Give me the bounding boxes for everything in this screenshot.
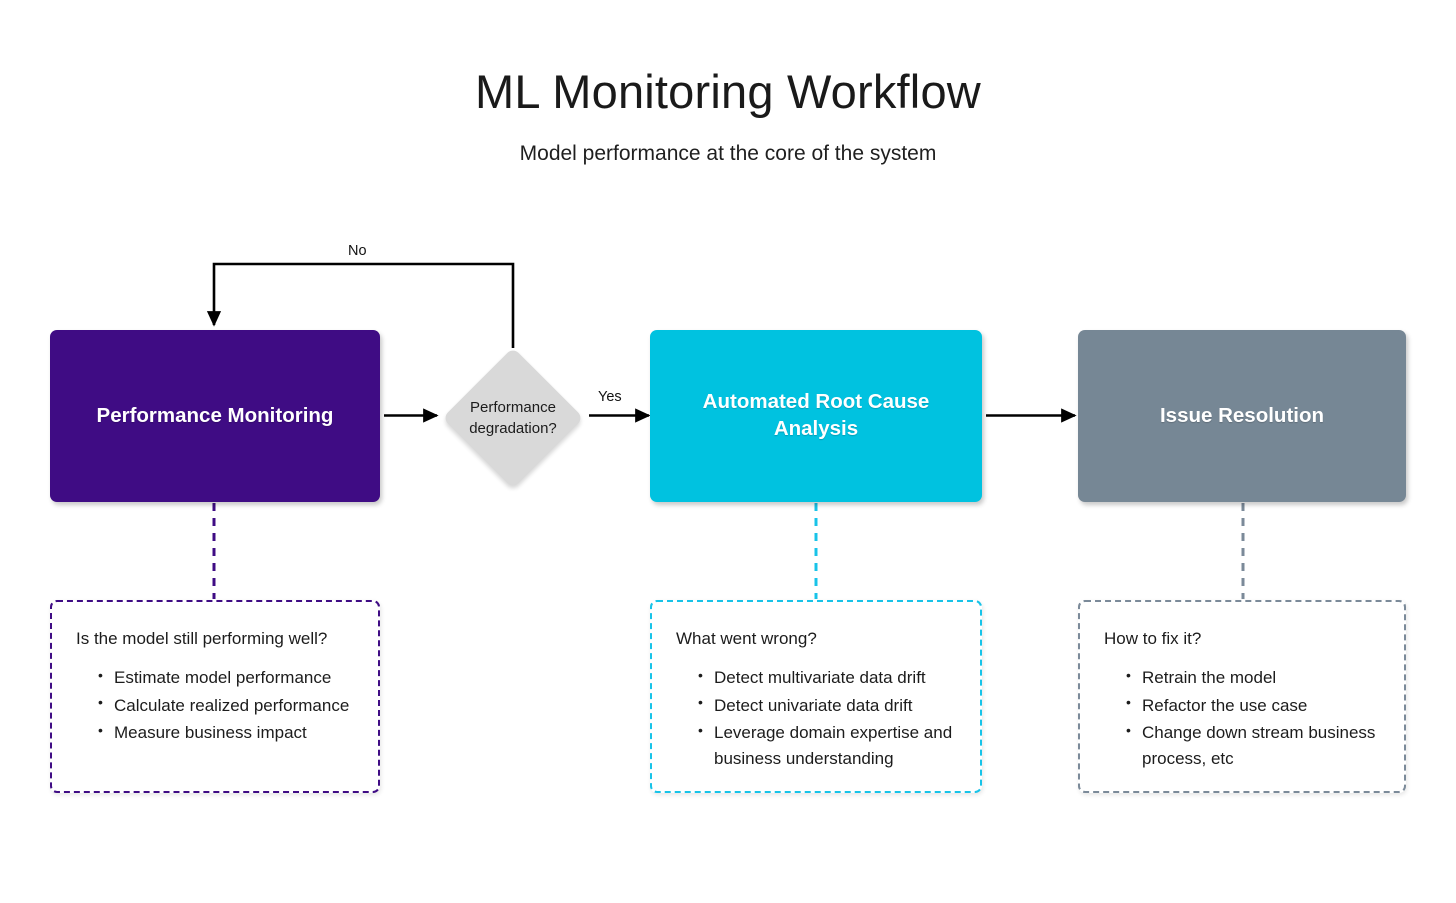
node-issue-resolution[interactable]: Issue Resolution: [1078, 330, 1406, 502]
node-automated-root-cause-analysis-label: Automated Root Cause Analysis: [702, 390, 930, 441]
node-performance-monitoring[interactable]: Performance Monitoring: [50, 330, 380, 502]
node-performance-monitoring-label: Performance Monitoring: [96, 404, 334, 428]
node-performance-degradation-decision[interactable]: Performance degradation?: [442, 347, 584, 489]
node-automated-root-cause-analysis[interactable]: Automated Root Cause Analysis: [650, 330, 982, 502]
edge-label-yes: Yes: [598, 389, 622, 405]
node-issue-resolution-label: Issue Resolution: [1159, 404, 1325, 428]
edge-label-no: No: [348, 243, 367, 259]
node-performance-degradation-label: Performance degradation?: [434, 347, 592, 489]
card-automated-root-cause-analysis-detail: What went wrong? Detect multivariate dat…: [650, 600, 982, 793]
edge-decision-to-monitoring-no: [206, 262, 515, 348]
decision-label-line-1: Performance: [470, 398, 556, 416]
list-item: Retrain the model: [1104, 665, 1386, 691]
card-heading: Is the model still performing well?: [76, 629, 328, 648]
list-item: Detect multivariate data drift: [676, 665, 962, 691]
page-title: ML Monitoring Workflow: [475, 65, 981, 118]
card-issue-resolution-detail: How to fix it? Retrain the model Refacto…: [1078, 600, 1406, 793]
card-bullet-list: Estimate model performance Calculate rea…: [76, 665, 360, 746]
card-heading: What went wrong?: [676, 629, 817, 648]
list-item: Measure business impact: [76, 720, 360, 746]
page-subtitle: Model performance at the core of the sys…: [519, 142, 937, 165]
list-item: Refactor the use case: [1104, 692, 1386, 719]
list-item: Change down stream business process, etc: [1104, 720, 1386, 771]
card-bullet-list: Retrain the model Refactor the use case …: [1104, 665, 1386, 771]
card-heading: How to fix it?: [1104, 629, 1202, 648]
card-bullet-list: Detect multivariate data drift Detect un…: [676, 665, 962, 771]
decision-label-line-2: degradation?: [469, 420, 557, 437]
list-item: Estimate model performance: [76, 665, 360, 691]
list-item: Detect univariate data drift: [676, 692, 962, 719]
list-item: Calculate realized performance: [76, 692, 360, 719]
card-performance-monitoring-detail: Is the model still performing well? Esti…: [50, 600, 380, 793]
list-item: Leverage domain expertise and business u…: [676, 720, 962, 771]
